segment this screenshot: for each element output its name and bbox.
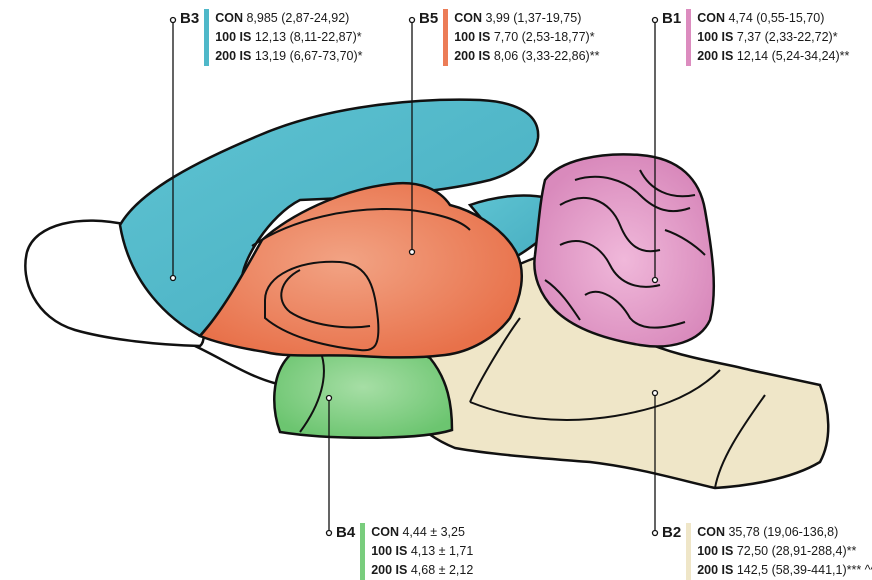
stats-b5: CON 3,99 (1,37-19,75) 100 IS 7,70 (2,53-… <box>454 9 599 66</box>
color-bar-b5 <box>443 9 448 66</box>
stat-row: 100 IS 7,37 (2,33-22,72)* <box>697 28 849 47</box>
region-b4-green <box>274 346 452 438</box>
stat-row: 200 IS 142,5 (58,39-441,1)*** ^^ <box>697 561 872 580</box>
color-bar-b2 <box>686 523 691 580</box>
stat-row: CON 8,985 (2,87-24,92) <box>215 9 362 28</box>
stat-row: CON 4,44 ± 3,25 <box>371 523 473 542</box>
stat-row: 100 IS 72,50 (28,91-288,4)** <box>697 542 872 561</box>
stat-row: 200 IS 12,14 (5,24-34,24)** <box>697 47 849 66</box>
stat-row: 100 IS 4,13 ± 1,71 <box>371 542 473 561</box>
stats-b4: CON 4,44 ± 3,25 100 IS 4,13 ± 1,71 200 I… <box>371 523 473 580</box>
stat-row: 100 IS 7,70 (2,53-18,77)* <box>454 28 599 47</box>
callout-b5: B5 CON 3,99 (1,37-19,75) 100 IS 7,70 (2,… <box>419 9 599 66</box>
stat-row: 100 IS 12,13 (8,11-22,87)* <box>215 28 362 47</box>
region-label-b3: B3 <box>180 9 199 28</box>
callout-b3: B3 CON 8,985 (2,87-24,92) 100 IS 12,13 (… <box>180 9 363 66</box>
color-bar-b1 <box>686 9 691 66</box>
region-label-b4: B4 <box>336 523 355 542</box>
stat-row: 200 IS 8,06 (3,33-22,86)** <box>454 47 599 66</box>
stats-b2: CON 35,78 (19,06-136,8) 100 IS 72,50 (28… <box>697 523 872 580</box>
callout-b2: B2 CON 35,78 (19,06-136,8) 100 IS 72,50 … <box>662 523 872 580</box>
color-bar-b3 <box>204 9 209 66</box>
callout-b4: B4 CON 4,44 ± 3,25 100 IS 4,13 ± 1,71 20… <box>336 523 473 580</box>
stat-row: 200 IS 4,68 ± 2,12 <box>371 561 473 580</box>
stat-row: CON 4,74 (0,55-15,70) <box>697 9 849 28</box>
stat-row: CON 3,99 (1,37-19,75) <box>454 9 599 28</box>
callout-b1: B1 CON 4,74 (0,55-15,70) 100 IS 7,37 (2,… <box>662 9 849 66</box>
stats-b3: CON 8,985 (2,87-24,92) 100 IS 12,13 (8,1… <box>215 9 362 66</box>
region-label-b2: B2 <box>662 523 681 542</box>
region-label-b5: B5 <box>419 9 438 28</box>
color-bar-b4 <box>360 523 365 580</box>
stat-row: CON 35,78 (19,06-136,8) <box>697 523 872 542</box>
region-label-b1: B1 <box>662 9 681 28</box>
stat-row: 200 IS 13,19 (6,67-73,70)* <box>215 47 362 66</box>
stats-b1: CON 4,74 (0,55-15,70) 100 IS 7,37 (2,33-… <box>697 9 849 66</box>
